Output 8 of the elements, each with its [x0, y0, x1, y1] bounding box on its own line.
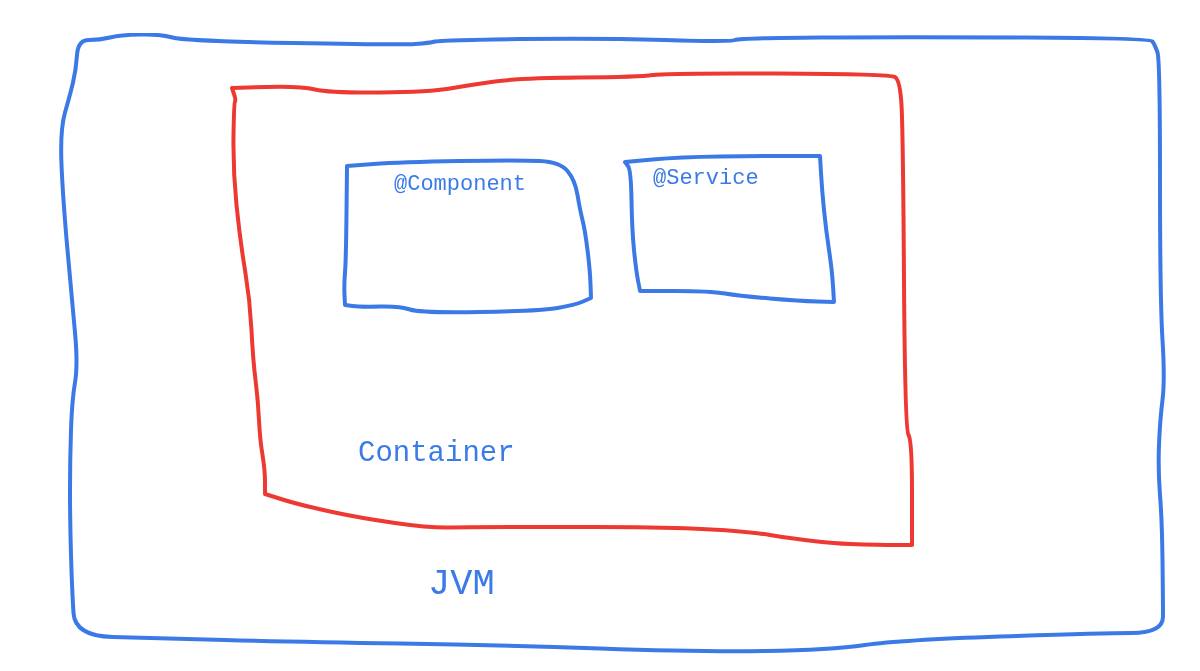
outer-frame [56, 33, 1168, 655]
container-frame [228, 70, 915, 550]
frame-label: Container [358, 436, 515, 472]
annotation-box [340, 156, 596, 317]
annotation-box [620, 151, 839, 307]
annotation-label: @Component [394, 171, 527, 199]
frame-label: JVM [428, 562, 495, 607]
annotation-label: @Service [653, 165, 759, 193]
